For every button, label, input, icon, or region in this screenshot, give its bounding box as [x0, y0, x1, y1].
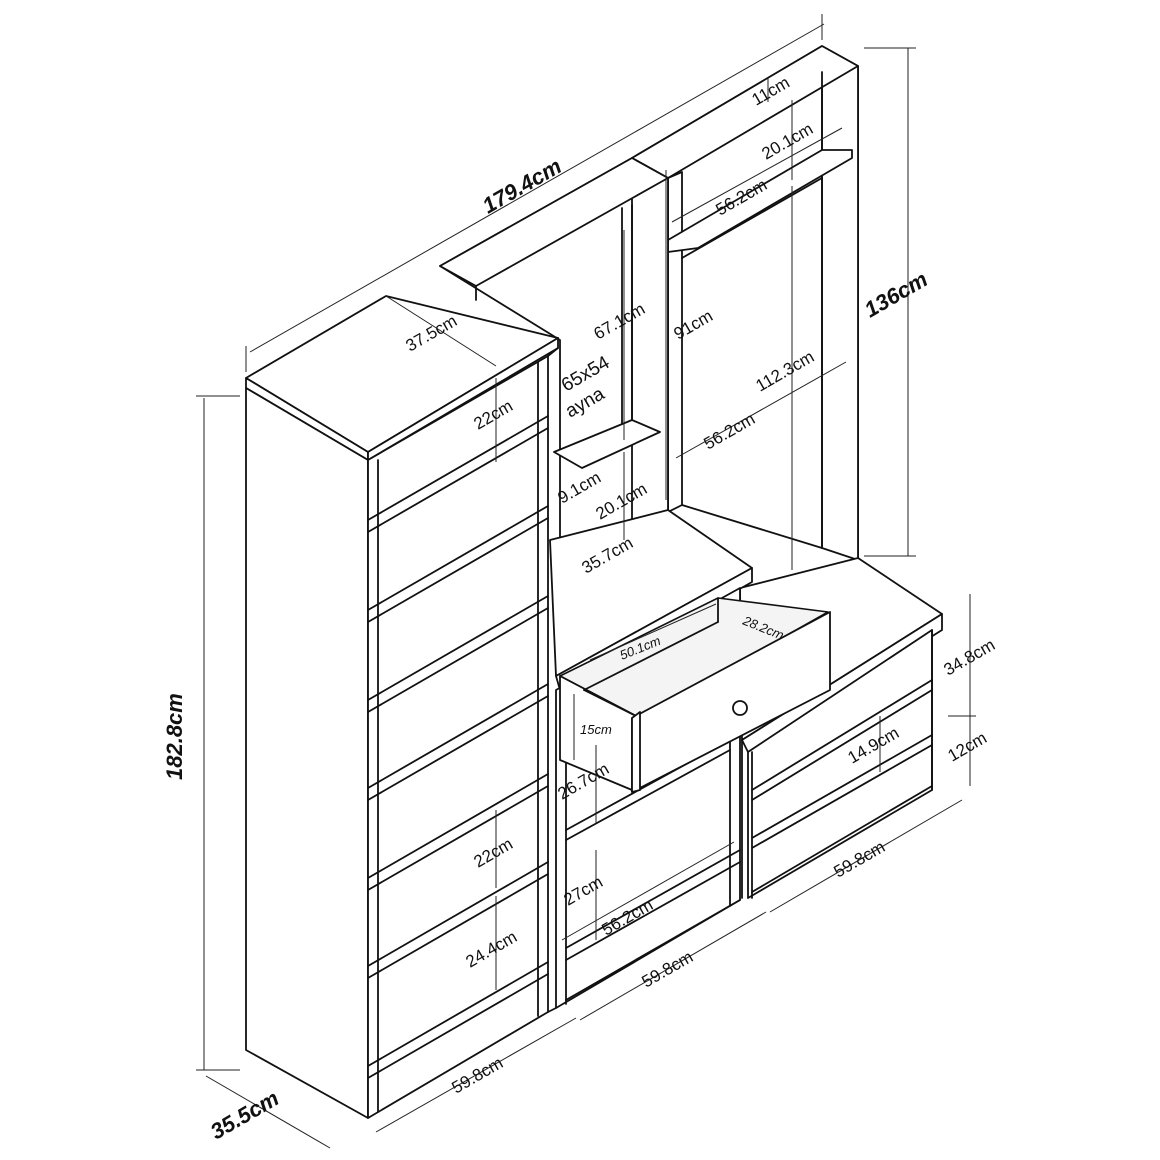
- bench-bottom-line: [751, 785, 933, 893]
- bench-shelf-line-1b: [751, 689, 933, 801]
- dim-width-middle: [579, 911, 767, 1021]
- drawer-front-edge: [631, 711, 641, 793]
- dim-width-right: [769, 799, 963, 913]
- bookcase-top-corner: [547, 347, 559, 357]
- bookcase-shelf: [367, 415, 549, 521]
- middle-shelf-2b: [565, 861, 741, 961]
- bookcase: [245, 295, 559, 1119]
- bookcase-shelf: [367, 861, 549, 967]
- dimension-lines: [196, 14, 976, 1149]
- bookcase-shelf: [367, 785, 549, 891]
- mirror-shelf: [553, 419, 661, 469]
- middle-bottom: [565, 899, 741, 1001]
- bookcase-shelves: [367, 415, 549, 1079]
- dim-width-left: [375, 1017, 577, 1133]
- dim-drawer-width: [589, 603, 717, 661]
- drawer-inner-left: [583, 689, 641, 719]
- drawer-knob-icon: [732, 700, 748, 716]
- bookcase-left-side: [245, 387, 369, 1119]
- bookcase-shelf: [367, 773, 549, 879]
- bookcase-shelf: [367, 427, 549, 533]
- middle-shelf-1b: [565, 749, 731, 841]
- label-bench-height: 34.8cm: [941, 635, 999, 679]
- bookcase-shelf: [367, 695, 549, 801]
- label-total-height: 182.8cm: [162, 693, 187, 780]
- dim-total-width: [249, 23, 825, 353]
- bookcase-shelf: [367, 595, 549, 701]
- mirror-top-board: [439, 157, 669, 287]
- bookcase-shelf: [367, 873, 549, 979]
- dim-hanger-inner-width: [675, 361, 847, 459]
- bench-shelf-line-2: [751, 734, 933, 839]
- label-bench-base: 12cm: [945, 728, 991, 765]
- label-hanger-height: 136cm: [860, 266, 932, 322]
- bookcase-shelf: [367, 517, 549, 623]
- bookcase-shelf: [367, 505, 549, 611]
- hanger-unit: [631, 45, 859, 661]
- dim-hat-shelf-width: [671, 127, 843, 223]
- drawer-inner-back: [583, 621, 719, 691]
- drawer: [559, 597, 831, 793]
- bookcase-shelf: [367, 607, 549, 713]
- bench-shelf-line-2b: [751, 744, 933, 849]
- label-depth: 35.5cm: [206, 1085, 283, 1144]
- dim-depth: [205, 1075, 331, 1149]
- hanger-rail: [681, 177, 823, 259]
- bookcase-shelf: [367, 683, 549, 789]
- dim-middle-bottom-width: [561, 841, 735, 941]
- bookcase-shelf: [367, 973, 549, 1079]
- bench-top-front: [741, 613, 943, 753]
- bench-shelf-line-1: [751, 679, 933, 791]
- bookcase-shelf: [367, 961, 549, 1067]
- hanger-bottom-line: [681, 504, 823, 549]
- middle-shelf-2: [565, 849, 741, 949]
- label-drawer-height: 15cm: [580, 722, 612, 737]
- bookcase-bottom-corner: [547, 1007, 557, 1013]
- dim-bookcase-depth: [385, 295, 497, 367]
- hanger-right-side: [821, 65, 859, 561]
